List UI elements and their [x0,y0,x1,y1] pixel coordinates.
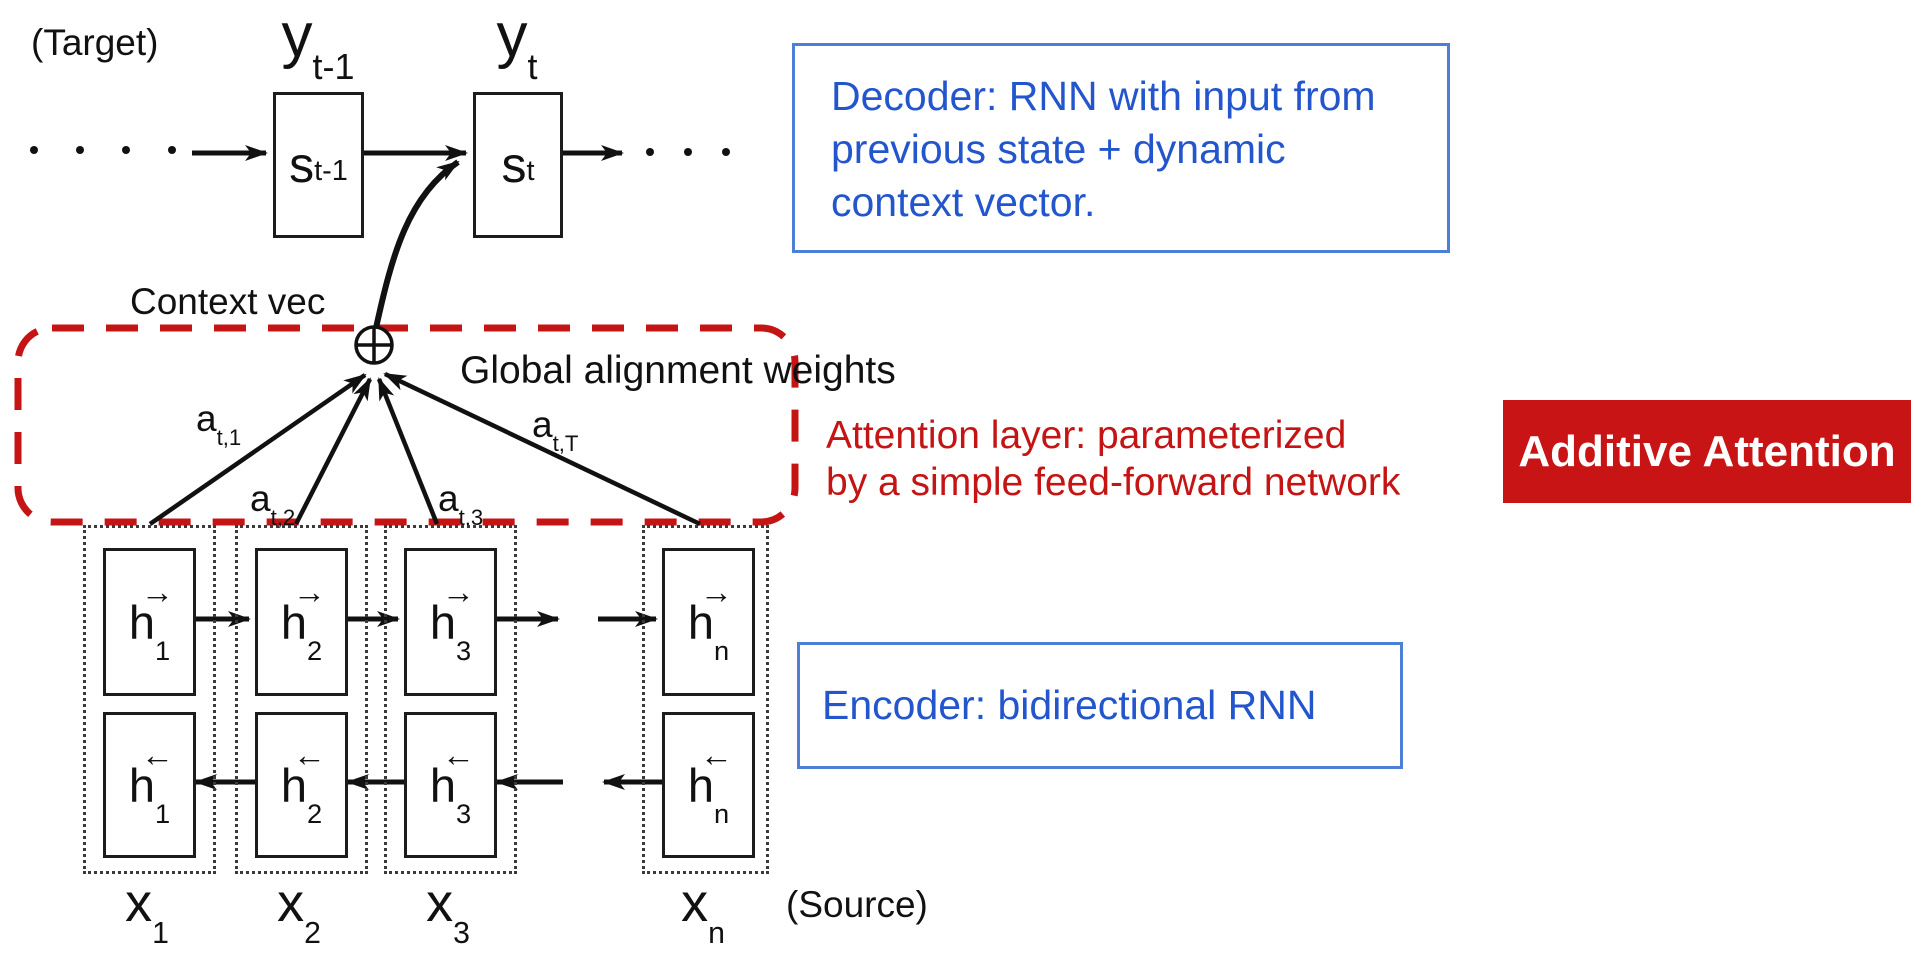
encoder-backward-h1: ← h1 [103,712,196,858]
decoder-note-box: Decoder: RNN with input from previous st… [792,43,1450,253]
y-t-label: yt [496,1,538,88]
attention-line-h3 [376,377,440,525]
attention-line-h2 [293,377,373,526]
alpha-t1-label: at,1 [196,398,242,451]
y-prev-label: yt-1 [281,1,355,88]
right-arrow-icon: → [293,573,326,611]
encoder-forward-h1: → h1 [103,548,196,696]
target-label: (Target) [31,22,159,63]
encoder-note-box: Encoder: bidirectional RNN [797,642,1403,769]
source-x3-label: x3 [426,873,470,950]
decoder-note-line-2: previous state + dynamic [831,126,1286,172]
context-vector-arrow [373,159,460,329]
ellipsis-dots-left [30,146,176,154]
encoder-column-1 [83,525,216,874]
source-label: (Source) [786,884,928,925]
left-arrow-icon: ← [700,736,733,774]
additive-attention-label: Additive Attention [1518,426,1896,476]
ellipsis-dots-right [646,148,730,156]
sum-node-circle [354,325,394,365]
attention-note: Attention layer: parameterized by a simp… [826,412,1400,506]
encoder-backward-h2: ← h2 [255,712,348,858]
global-alignment-weights-label: Global alignment weights [460,349,896,392]
left-arrow-icon: ← [141,736,174,774]
alpha-t2-label: at,2 [250,478,296,531]
attention-note-line-2: by a simple feed-forward network [826,461,1401,504]
encoder-note-label: Encoder: bidirectional RNN [822,682,1317,728]
encoder-column-2 [235,525,368,874]
encoder-backward-hn: ← hn [662,712,755,858]
source-x2-label: x2 [277,873,321,950]
encoder-forward-h2: → h2 [255,548,348,696]
source-x1-label: x1 [125,873,169,950]
alpha-t3-label: at,3 [438,478,484,531]
right-arrow-icon: → [700,573,733,611]
decoder-note-line-1: Decoder: RNN with input from [831,73,1376,119]
additive-attention-banner: Additive Attention [1503,400,1911,503]
alpha-tT-label: at,T [532,404,579,457]
left-arrow-icon: ← [442,736,475,774]
encoder-forward-hn: → hn [662,548,755,696]
context-vec-label: Context vec [130,281,326,322]
encoder-forward-h3: → h3 [404,548,497,696]
encoder-backward-h3: ← h3 [404,712,497,858]
encoder-column-3 [384,525,517,874]
decoder-note-line-3: context vector. [831,179,1096,225]
right-arrow-icon: → [442,573,475,611]
encoder-column-n [642,525,769,874]
right-arrow-icon: → [141,573,174,611]
source-xn-label: xn [681,873,725,950]
left-arrow-icon: ← [293,736,326,774]
attention-note-line-1: Attention layer: parameterized [826,414,1347,457]
